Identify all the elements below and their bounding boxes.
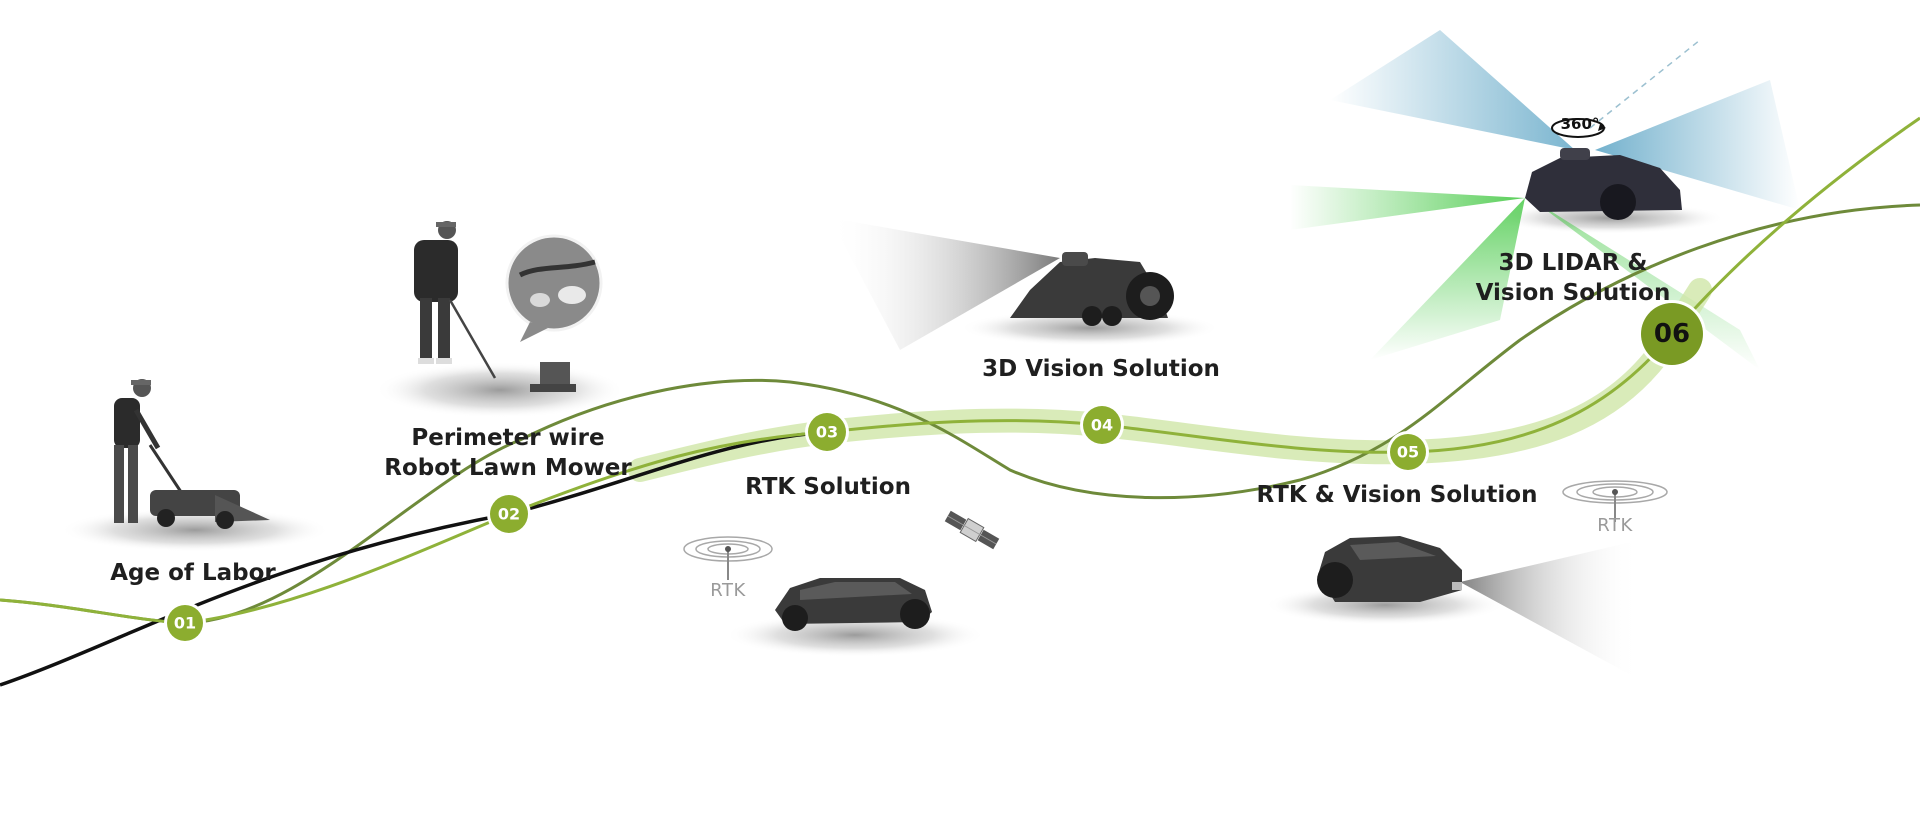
- lidar-360-badge: 360°: [1560, 115, 1600, 133]
- rtk-label-2: RTK: [1597, 515, 1633, 536]
- milestone-number: 01: [174, 614, 196, 633]
- lidar-blue-left: [1330, 30, 1575, 150]
- lidar-dashed-line: [1589, 39, 1701, 129]
- lidar-green-left: [1290, 185, 1525, 230]
- 3d-vision-mower-illustration: [1010, 252, 1174, 326]
- milestone-node-02: 02: [487, 492, 531, 536]
- milestone-label-lidar-vision: 3D LIDAR & Vision Solution: [1475, 250, 1671, 306]
- milestone-node-06: 06: [1638, 300, 1706, 368]
- push-mower-person-illustration: [114, 379, 270, 529]
- milestone-node-04: 04: [1080, 403, 1124, 447]
- rtk-vision-mower-illustration: [1317, 536, 1462, 602]
- wire-detail-inset: [505, 234, 603, 342]
- milestone-nodes: 01 02 03 04 05 06: [164, 300, 1706, 644]
- milestone-number: 04: [1091, 416, 1113, 435]
- milestone-number: 06: [1654, 319, 1690, 349]
- lidar-green-down: [1370, 198, 1525, 360]
- rtk-mower-illustration: [775, 578, 932, 631]
- timeline-olive-curve: [0, 203, 1920, 625]
- lidar-mower-illustration: [1525, 118, 1682, 220]
- milestone-label-rtk-vision: RTK & Vision Solution: [1256, 482, 1538, 508]
- timeline-black-curve: [0, 430, 828, 687]
- rtk-antenna-icon: [683, 536, 773, 580]
- lidar-blue-right: [1595, 80, 1800, 210]
- vision-cone-3d: [830, 218, 1060, 350]
- milestone-node-05: 05: [1387, 431, 1429, 473]
- milestone-label-age-of-labor: Age of Labor: [110, 560, 276, 586]
- milestone-label-rtk: RTK Solution: [745, 474, 911, 500]
- milestone-node-03: 03: [805, 410, 849, 454]
- milestone-number: 03: [816, 423, 838, 442]
- rtk-label-1: RTK: [710, 580, 746, 601]
- milestone-label-3d-vision: 3D Vision Solution: [982, 356, 1220, 382]
- grass-patch-5: [1265, 585, 1505, 625]
- milestone-node-01: 01: [164, 602, 206, 644]
- vision-cone-rtk-vision: [1460, 540, 1640, 680]
- grass-patch-2: [375, 362, 625, 418]
- milestone-label-perimeter-wire: Perimeter wire Robot Lawn Mower: [384, 425, 632, 481]
- rtk-antenna-icon: [1562, 480, 1668, 522]
- milestone-number: 05: [1397, 443, 1419, 462]
- milestone-number: 02: [498, 505, 520, 524]
- satellite-icon: [944, 510, 1000, 550]
- perimeter-wire-installer-illustration: [414, 221, 576, 392]
